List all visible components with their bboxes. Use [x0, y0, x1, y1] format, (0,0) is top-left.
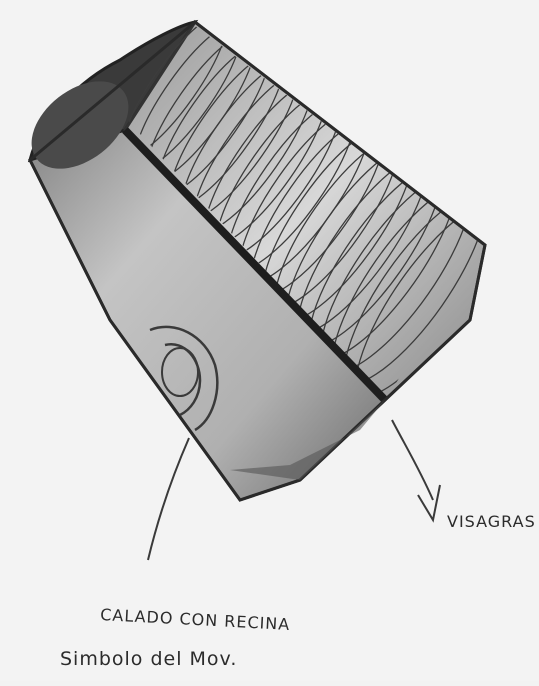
symbol-label: Simbolo del Mov. — [60, 648, 237, 670]
hinges-label: VISAGRAS — [447, 512, 536, 531]
